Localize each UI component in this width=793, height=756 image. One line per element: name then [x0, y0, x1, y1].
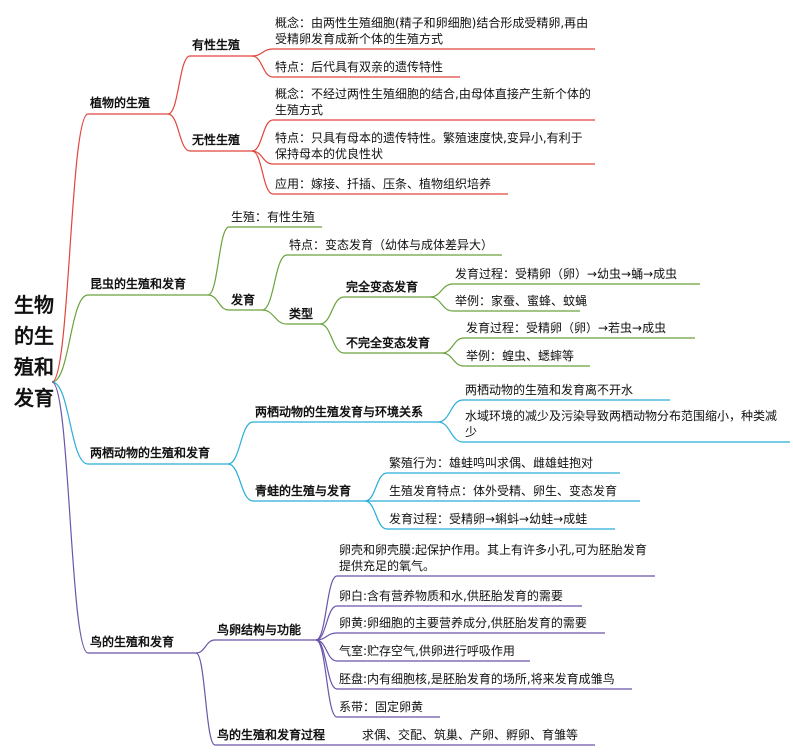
edge-root-amphibian	[51, 381, 89, 465]
leaf-complete-process: 发育过程：受精卵（卵）→幼虫→蛹→成虫	[455, 267, 678, 281]
edge-development-feature	[261, 254, 288, 311]
node-amphibian: 两栖动物的生殖和发育	[90, 446, 211, 460]
edge-frog-process	[364, 500, 388, 530]
edge-incomplete-examples	[441, 352, 465, 367]
node-incomplete-metamorphosis: 不完全变态发育	[346, 336, 431, 350]
leaf-complete-examples: 举例：家蚕、蜜蜂、蚊蝇	[455, 294, 588, 308]
leaf-environment-water: 两栖动物的生殖和发育离不开水	[465, 383, 634, 397]
leaf-egg-germinal-disc: 胚盘:内有细胞核,是胚胎发育的场所,将来发育成雏鸟	[339, 672, 615, 686]
edge-egg-albumen	[315, 605, 338, 641]
edge-development-types	[261, 309, 288, 325]
node-bird-process: 鸟的生殖和发育过程	[217, 728, 326, 742]
edge-complete-examples	[429, 296, 454, 312]
edge-bird-egg	[195, 639, 216, 654]
node-insect: 昆虫的生殖和发育	[90, 277, 187, 291]
leaf-frog-process: 发育过程：受精卵→蝌蚪→幼蛙→成蛙	[389, 512, 588, 526]
root-title: 生物的生殖和发育	[14, 293, 54, 410]
node-plant-sexual: 有性生殖	[192, 38, 241, 52]
node-frog: 青蛙的生殖与发育	[255, 484, 352, 498]
leaf-egg-albumen: 卵白:含有营养物质和水,供胚胎发育的需要	[339, 589, 563, 603]
edge-asexual-application	[251, 150, 274, 195]
edge-frog-behavior	[364, 472, 388, 502]
node-plant-asexual: 无性生殖	[192, 133, 241, 147]
leaf-egg-chalaza: 系带：固定卵黄	[339, 700, 424, 714]
edge-environment-water	[437, 399, 464, 423]
node-insect-development: 发育	[231, 293, 256, 307]
node-plant: 植物的生殖	[90, 96, 151, 110]
edge-plant-asexual	[167, 113, 191, 152]
leaf-insect-feature: 特点：变态发育（幼体与成体差异大）	[289, 238, 494, 252]
edge-sexual-concept	[251, 48, 274, 57]
leaf-bird-process-steps: 求偶、交配、筑巢、产卵、孵卵、育雏等	[362, 728, 579, 742]
leaf-frog-behavior: 繁殖行为：雄蛙鸣叫求偶、雌雄蛙抱对	[389, 456, 594, 470]
edge-amphibian-frog	[227, 463, 254, 502]
node-bird-egg: 鸟卵结构与功能	[217, 623, 302, 637]
leaf-egg-air-cell: 气室:贮存空气,供卵进行呼吸作用	[339, 644, 515, 658]
edge-root-insect	[51, 294, 89, 383]
edge-insect-reproduction	[207, 226, 230, 296]
node-insect-types: 类型	[289, 307, 314, 321]
edge-egg-chalaza	[315, 639, 338, 718]
edge-root-bird	[51, 381, 89, 654]
node-bird: 鸟的生殖和发育	[90, 635, 175, 649]
edge-root-plant	[51, 113, 89, 383]
leaf-incomplete-process: 发育过程：受精卵（卵）→若虫→成虫	[466, 321, 667, 335]
edge-asexual-concept	[251, 119, 274, 152]
leaf-egg-yolk: 卵黄:卵细胞的主要营养成分,供胚胎发育的需要	[339, 616, 587, 630]
edge-insect-development	[207, 294, 230, 311]
edge-egg-shell	[315, 575, 338, 641]
edge-complete-process	[429, 283, 454, 298]
edge-types-incomplete	[319, 323, 345, 354]
edge-sexual-feature	[251, 55, 274, 78]
leaf-plant-asexual-concept: 概念：不经过两性生殖细胞的结合,由母体直接产生新个体的生殖方式	[275, 87, 591, 117]
leaf-plant-asexual-feature: 特点：只具有母本的遗传特性。繁殖速度快,变异小,有利于保持母本的优良性状	[275, 131, 583, 161]
leaf-environment-decline: 水域环境的减少及污染导致两栖动物分布范围缩小，种类减少	[465, 409, 778, 439]
edge-bird-process	[195, 652, 216, 746]
leaf-insect-reproduction: 生殖：有性生殖	[231, 210, 316, 224]
edge-types-complete	[319, 296, 345, 325]
edge-environment-decline	[437, 421, 464, 443]
node-amphibian-environment: 两栖动物的生殖发育与环境关系	[255, 405, 424, 419]
edge-amphibian-environment	[227, 421, 254, 465]
edge-plant-sexual	[167, 55, 191, 115]
leaf-frog-features: 生殖发育特点：体外受精、卵生、变态发育	[389, 484, 618, 498]
leaf-egg-shell: 卵壳和卵壳膜:起保护作用。其上有许多小孔,可为胚胎发育提供充足的氧气。	[339, 543, 647, 573]
edge-incomplete-process	[441, 337, 465, 354]
leaf-plant-sexual-feature: 特点：后代具有双亲的遗传特性	[275, 60, 444, 74]
leaf-plant-asexual-application: 应用：嫁接、扦插、压条、植物组织培养	[275, 177, 492, 191]
leaf-plant-sexual-concept: 概念：由两性生殖细胞(精子和卵细胞)结合形成受精卵,再由受精卵发育成新个体的生殖…	[275, 16, 589, 46]
node-complete-metamorphosis: 完全变态发育	[346, 280, 419, 294]
leaf-incomplete-examples: 举例：蝗虫、蟋蟀等	[466, 349, 575, 363]
